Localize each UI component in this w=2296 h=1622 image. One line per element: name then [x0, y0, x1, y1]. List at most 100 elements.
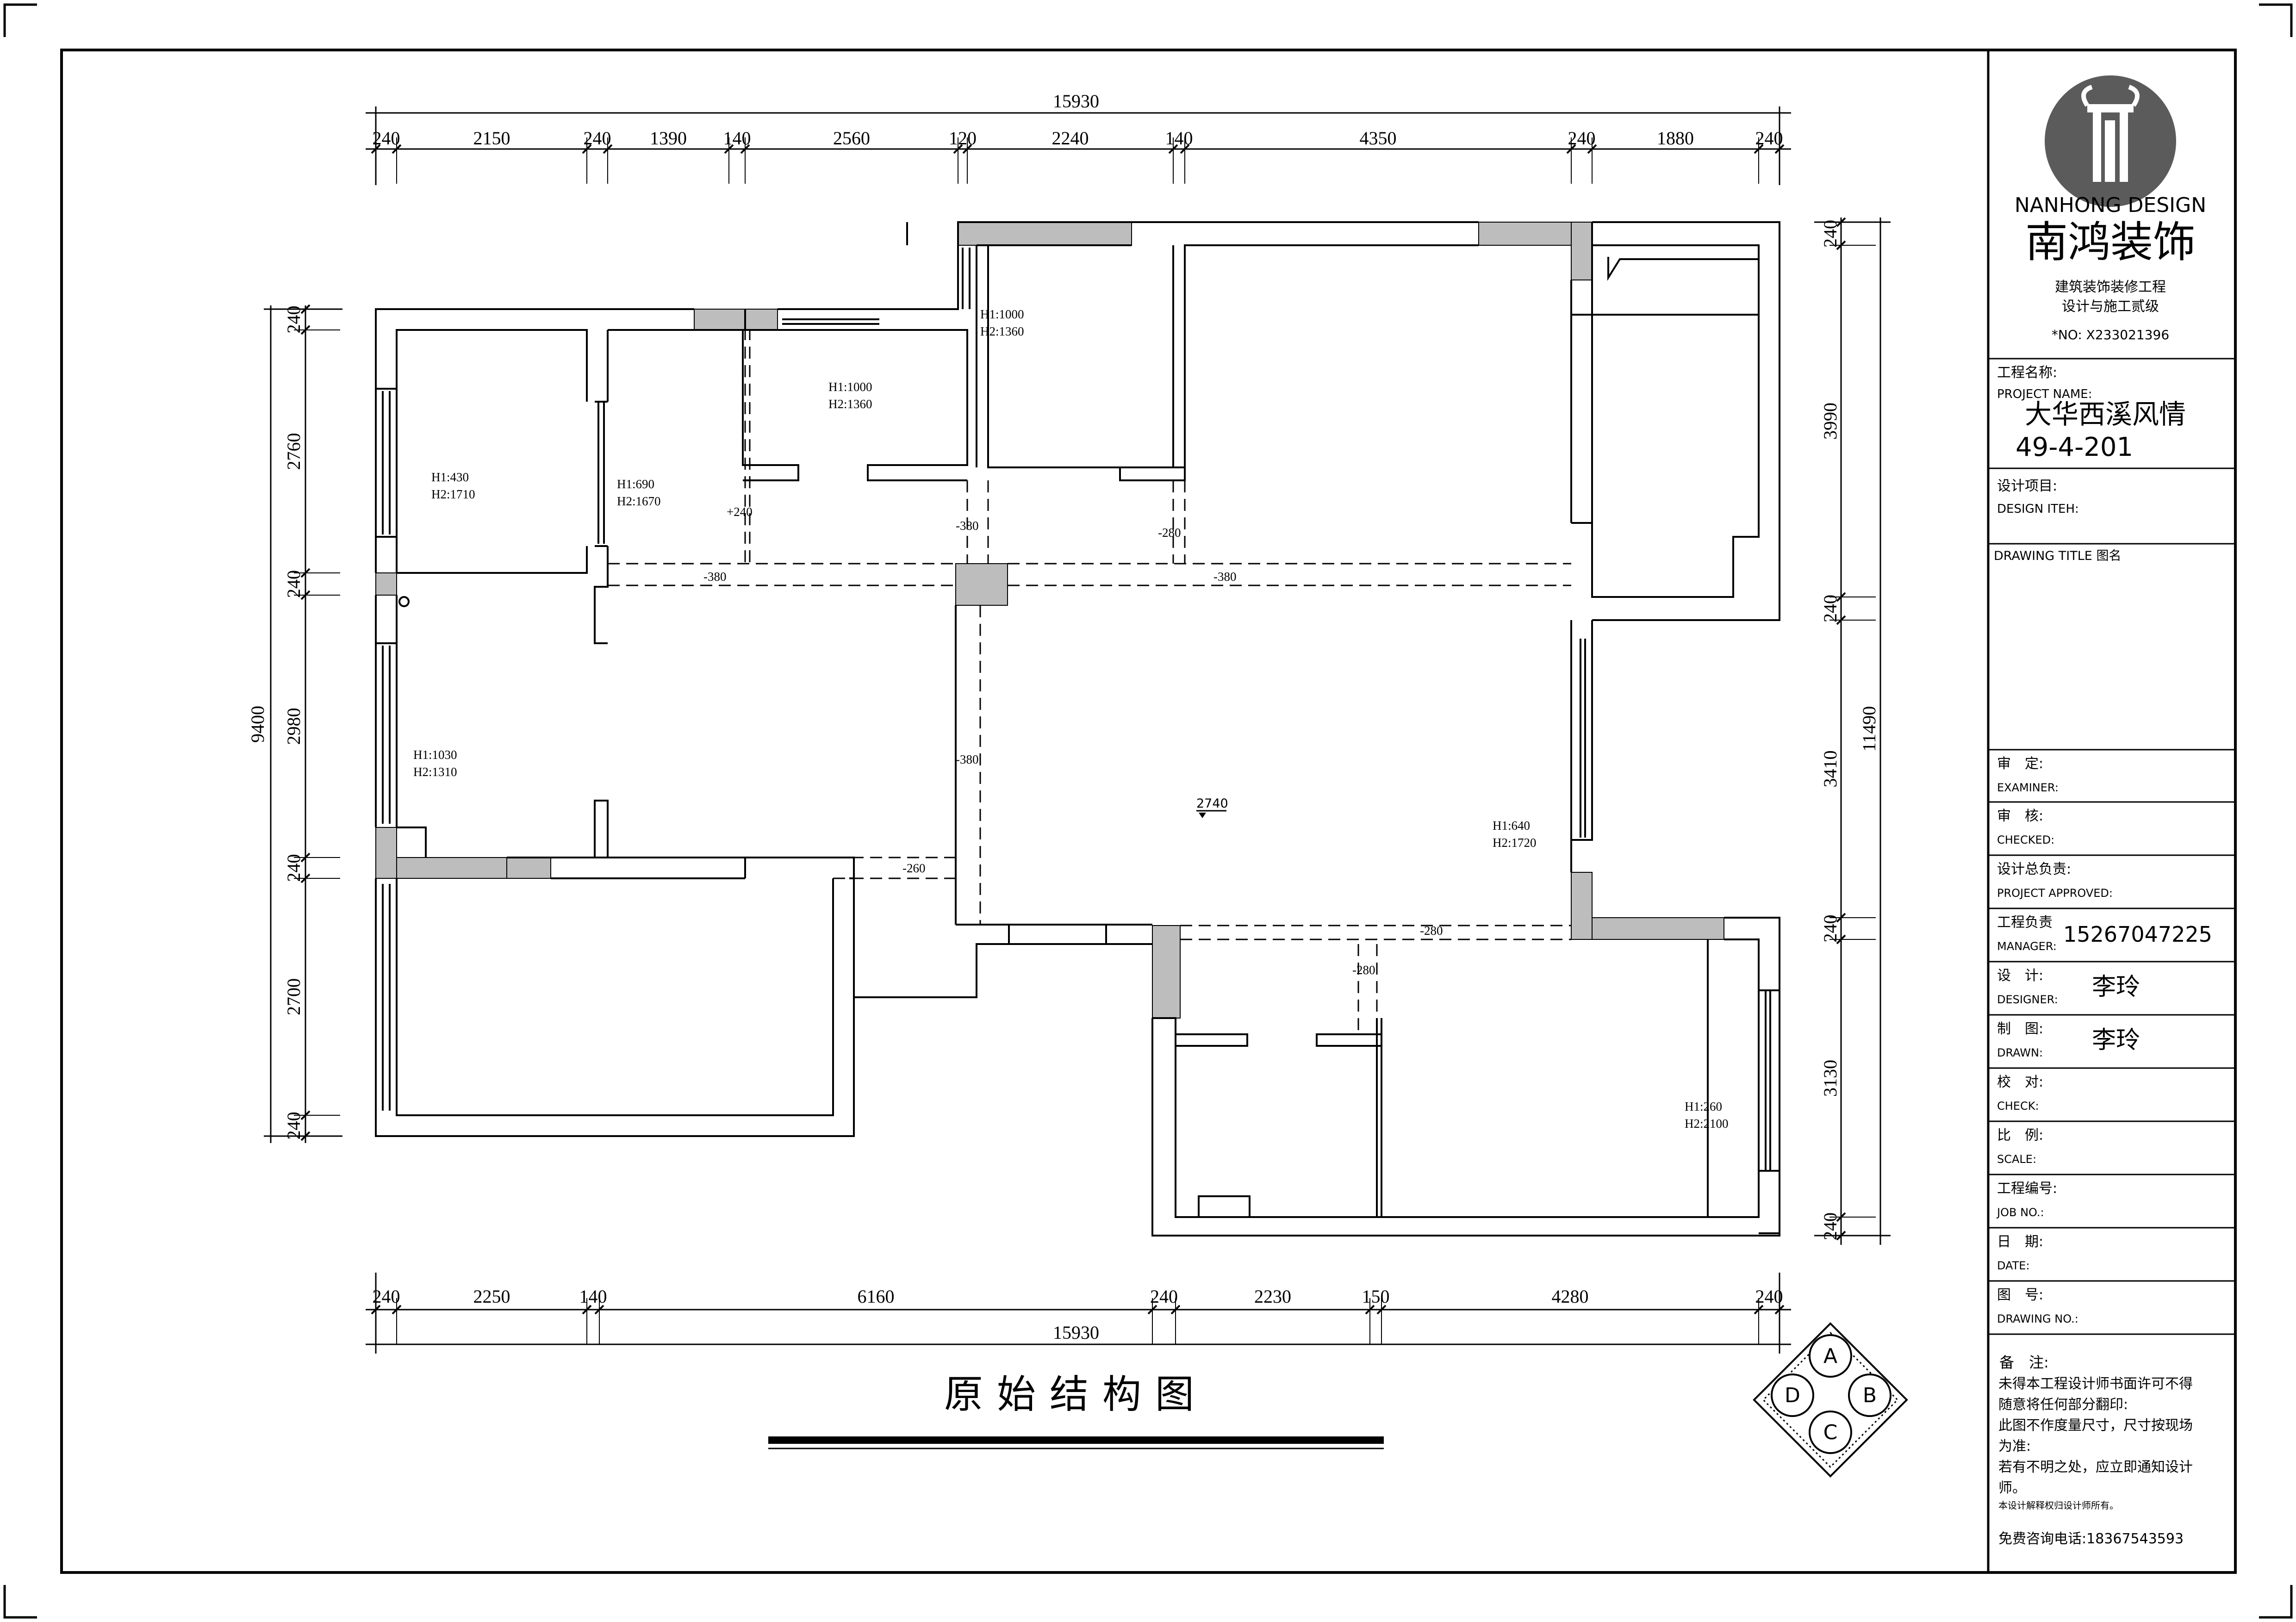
dimension-label: 240 [1820, 220, 1841, 248]
dimension-label: 240 [283, 570, 304, 598]
beam-labels: +240 -380 -280 -380 -380 -380 -260 -280 … [703, 505, 1443, 977]
remarks-line: 若有不明之处，应立即通知设计 [1998, 1459, 2193, 1475]
dimension-label: 240 [1820, 595, 1841, 622]
beam-label: -280 [1158, 526, 1181, 540]
title-block-row-label-cn: 比 例: [1997, 1127, 2043, 1143]
remarks-text: 未得本工程设计师书面许可不得随意将任何部分翻印:此图不作度量尺寸，尺寸按现场为准… [1998, 1376, 2193, 1496]
dimension-label: 6160 [858, 1286, 895, 1307]
dimension-label: 4280 [1552, 1286, 1589, 1307]
ceiling-height-label: 2740 [1196, 796, 1228, 811]
window-note-h2: H2:1360 [980, 324, 1024, 338]
certificate-number: *NO: X233021396 [2052, 327, 2169, 342]
remarks-line: 此图不作度量尺寸，尺寸按现场 [1998, 1417, 2193, 1434]
dimension-label: 140 [1165, 128, 1193, 149]
title-block-row-label-cn: 设计总负责: [1997, 861, 2071, 877]
window-note-h1: H1:1000 [828, 380, 872, 394]
dimension-label: 1880 [1657, 128, 1694, 149]
title-block-row-label-en: JOB NO.: [1996, 1206, 2044, 1219]
remarks-line: 师。 [1998, 1480, 2026, 1496]
window-note-h2: H2:2100 [1685, 1117, 1729, 1131]
title-block-row-value: 李玲 [2092, 973, 2140, 1001]
company-qualification-2: 设计与施工贰级 [2062, 298, 2159, 315]
company-name-en: NANHONG DESIGN [2015, 193, 2206, 217]
dimension-label: 2760 [283, 433, 304, 470]
dimension-label: 240 [584, 128, 611, 149]
compass-label-d: D [1785, 1384, 1800, 1407]
structural-columns [375, 222, 1724, 1019]
window-note-h1: H1:260 [1685, 1100, 1722, 1113]
dimension-label: 140 [723, 128, 751, 149]
overall-height-left: 9400 [247, 706, 268, 743]
dimension-label: 240 [1820, 1212, 1841, 1240]
title-block-row-label-cn: 设 计: [1997, 968, 2043, 984]
window-note-h2: H2:1710 [431, 487, 475, 501]
remarks-line: 随意将任何部分翻印: [1998, 1397, 2128, 1413]
dimension-label: 3410 [1820, 751, 1841, 788]
project-name-label-en: PROJECT NAME: [1997, 387, 2092, 401]
title-block: NANHONG DESIGN 南鸿装饰 建筑装饰装修工程 设计与施工贰级 *NO… [1987, 49, 2236, 1573]
overall-width-bottom: 15930 [1053, 1322, 1099, 1343]
title-block-row-label-en: DRAWN: [1997, 1046, 2043, 1059]
dimension-label: 240 [283, 1112, 304, 1140]
compass-label-c: C [1823, 1421, 1838, 1444]
project-unit: 49-4-201 [2016, 432, 2133, 462]
window-note-h2: H2:1720 [1493, 836, 1537, 850]
title-block-row-label-cn: 审 核: [1997, 808, 2043, 824]
window-note-h2: H2:1670 [617, 494, 661, 508]
window-note-h1: H1:1030 [413, 748, 457, 762]
beam-lines [608, 330, 1571, 1034]
dimension-label: 2230 [1254, 1286, 1291, 1307]
dimension-label: 240 [373, 128, 400, 149]
title-block-row-label-en: CHECKED: [1997, 833, 2054, 846]
dimension-label: 2250 [473, 1286, 510, 1307]
window-note-h2: H2:1360 [828, 397, 872, 411]
beam-label: -280 [1420, 924, 1443, 938]
beam-label: +240 [727, 505, 753, 519]
dimension-label: 240 [1755, 128, 1783, 149]
dimension-label: 2240 [1052, 128, 1089, 149]
dimension-label: 120 [949, 128, 977, 149]
dimension-label: 2150 [473, 128, 510, 149]
title-block-row-label-cn: 审 定: [1997, 756, 2043, 772]
window-note-h1: H1:640 [1493, 819, 1530, 833]
beam-label: -260 [902, 861, 926, 875]
remarks-label: 备 注: [1999, 1354, 2049, 1371]
overall-width-top: 15930 [1053, 91, 1099, 112]
window-notes: H1:1000 H2:1360 H1:1000 H2:1360 H1:430 H… [413, 307, 1729, 1131]
compass-label-b: B [1863, 1384, 1877, 1407]
ceiling-height-mark: 2740 [1196, 796, 1228, 818]
project-name: 大华西溪风情 [2025, 398, 2186, 430]
title-block-row-label-cn: 日 期: [1997, 1234, 2043, 1250]
title-block-row-label-en: DATE: [1997, 1259, 2030, 1272]
title-block-rows: 审 定:EXAMINER:审 核:CHECKED:设计总负责:PROJECT A… [1996, 756, 2212, 1325]
beam-label: -380 [1213, 570, 1237, 584]
title-block-row-label-en: MANAGER: [1997, 940, 2057, 953]
walls [375, 221, 1780, 1237]
title-block-row-value: 李玲 [2092, 1026, 2140, 1054]
title-block-row-label-cn: 工程负责 [1997, 914, 2053, 931]
dimension-ticks [294, 137, 1876, 1344]
title-block-row-value: 15267047225 [2063, 922, 2212, 947]
dimension-label: 2700 [283, 978, 304, 1015]
drawing-title-label: DRAWING TITLE 图名 [1994, 549, 2121, 563]
drawing-title: 原始结构图 [944, 1372, 1208, 1417]
copyright-note: 本设计解释权归设计师所有。 [1998, 1500, 2119, 1511]
title-block-row-label-en: DESIGNER: [1997, 993, 2058, 1006]
remarks-line: 为准: [1998, 1438, 2031, 1454]
window-note-h1: H1:430 [431, 470, 469, 484]
beam-label: -380 [956, 519, 979, 533]
project-name-label-cn: 工程名称: [1997, 365, 2057, 381]
crop-marks [3, 3, 2293, 1619]
dimension-label: 1390 [650, 128, 687, 149]
dimension-label: 240 [373, 1286, 400, 1307]
dimension-label: 3130 [1820, 1060, 1841, 1097]
dimension-label: 240 [1755, 1286, 1783, 1307]
title-block-row-label-en: EXAMINER: [1997, 781, 2059, 794]
dimension-label: 4350 [1360, 128, 1397, 149]
company-logo [2045, 75, 2176, 207]
dimension-label: 240 [1568, 128, 1596, 149]
compass-rose: A B C D [1753, 1322, 1908, 1478]
title-block-row-label-en: CHECK: [1997, 1100, 2039, 1112]
title-block-row-label-en: DRAWING NO.: [1997, 1312, 2078, 1325]
